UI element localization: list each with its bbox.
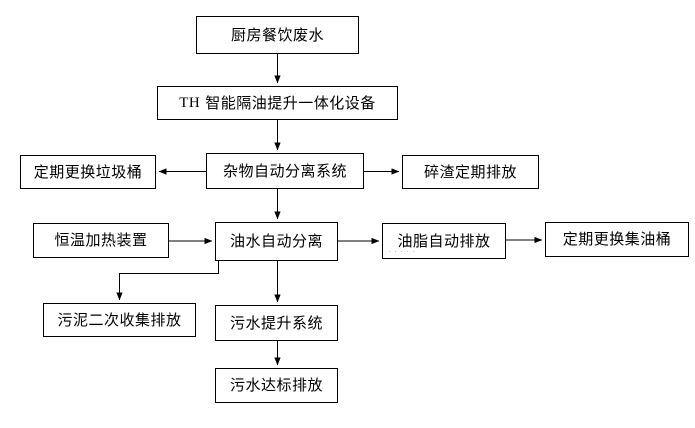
node-debris-auto-separation-system[interactable]: 杂物自动分离系统 <box>206 153 364 189</box>
node-constant-temperature-heater[interactable]: 恒温加热装置 <box>33 223 169 258</box>
node-label: 污水提升系统 <box>229 314 323 332</box>
node-kitchen-wastewater[interactable]: 厨房餐饮废水 <box>196 16 359 54</box>
node-label: 定期更换垃圾桶 <box>33 163 143 181</box>
node-label: 智能隔油提升一体化设备 <box>205 94 376 112</box>
node-label: 恒温加热装置 <box>54 232 148 249</box>
node-sewage-compliant-discharge[interactable]: 污水达标排放 <box>215 368 338 403</box>
node-grease-auto-discharge[interactable]: 油脂自动排放 <box>382 223 506 259</box>
node-replace-trash-bin[interactable]: 定期更换垃圾桶 <box>20 155 156 189</box>
node-label: 油水自动分离 <box>229 233 323 250</box>
node-th-integrated-equipment[interactable]: TH 智能隔油提升一体化设备 <box>157 86 398 120</box>
node-oil-water-auto-separation[interactable]: 油水自动分离 <box>215 222 338 261</box>
node-replace-oil-drum[interactable]: 定期更换集油桶 <box>545 222 689 257</box>
node-label: 污泥二次收集排放 <box>57 311 182 329</box>
node-label-lead: TH <box>179 94 201 111</box>
node-label: 污水达标排放 <box>229 377 323 394</box>
node-sludge-secondary-collection-discharge[interactable]: 污泥二次收集排放 <box>43 303 196 337</box>
node-sewage-lifting-system[interactable]: 污水提升系统 <box>215 305 338 341</box>
edge-n7-n10 <box>116 261 220 301</box>
node-label: 厨房餐饮废水 <box>230 26 324 44</box>
node-label: 定期更换集油桶 <box>562 231 672 248</box>
node-scheduled-slag-discharge[interactable]: 碎渣定期排放 <box>402 155 539 189</box>
faded-artifact-marks: ····· <box>388 246 418 256</box>
node-label: 油脂自动排放 <box>397 232 491 250</box>
node-label: 碎渣定期排放 <box>423 163 517 181</box>
node-label: 杂物自动分离系统 <box>222 162 347 180</box>
